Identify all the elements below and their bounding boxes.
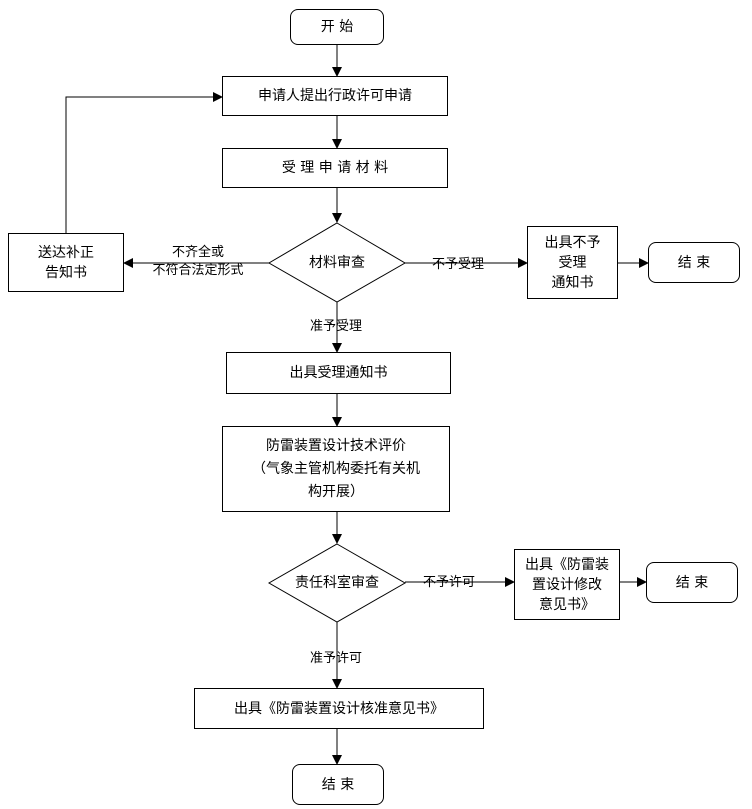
- not-accept-notice-node: 出具不予 受理 通知书: [527, 226, 618, 299]
- notify-correction-label: 送达补正 告知书: [38, 244, 94, 281]
- approval-opinion-label: 出具《防雷装置设计核准意见书》: [234, 700, 444, 717]
- revision-opinion-node: 出具《防雷装 置设计修改 意见书》: [514, 549, 620, 620]
- start-node: 开 始: [290, 9, 384, 45]
- not-accept-notice-label: 出具不予 受理 通知书: [544, 234, 601, 291]
- accept-materials-node: 受 理 申 请 材 料: [222, 148, 448, 188]
- acceptance-notice-label: 出具受理通知书: [289, 365, 388, 381]
- decision-review-materials-shape: [268, 222, 406, 303]
- end-1-label: 结 束: [677, 254, 711, 271]
- end-node-1: 结 束: [648, 242, 740, 283]
- accept-materials-label: 受 理 申 请 材 料: [281, 160, 389, 176]
- edge-label-not-accepted: 不予受理: [431, 257, 484, 272]
- end-3-label: 结 束: [321, 776, 355, 793]
- decision-section-review-shape: [267, 543, 407, 623]
- review-materials-label: 材料审查: [309, 255, 365, 271]
- approval-opinion-node: 出具《防雷装置设计核准意见书》: [194, 688, 484, 729]
- edge-label-accepted: 准予受理: [309, 319, 362, 334]
- end-2-label: 结 束: [675, 574, 709, 591]
- edge-label-not-permitted: 不予许可: [422, 575, 475, 590]
- revision-opinion-label: 出具《防雷装 置设计修改 意见书》: [525, 556, 609, 613]
- tech-evaluation-node: 防雷装置设计技术评价 （气象主管机构委托有关机 构开展）: [222, 426, 450, 512]
- edge-correction-loop: [65, 92, 223, 233]
- apply-label: 申请人提出行政许可申请: [258, 88, 412, 104]
- edge-label-incomplete: 不齐全或 不符合法定形式: [152, 245, 244, 278]
- edge-label-permitted: 准予许可: [309, 651, 362, 666]
- apply-node: 申请人提出行政许可申请: [222, 76, 448, 116]
- tech-evaluation-label: 防雷装置设计技术评价 （气象主管机构委托有关机 构开展）: [252, 437, 420, 500]
- start-label: 开 始: [320, 19, 354, 35]
- notify-correction-node: 送达补正 告知书: [8, 233, 124, 292]
- end-node-3: 结 束: [292, 764, 384, 805]
- acceptance-notice-node: 出具受理通知书: [226, 352, 451, 394]
- end-node-2: 结 束: [646, 562, 738, 603]
- section-review-label: 责任科室审查: [295, 575, 379, 591]
